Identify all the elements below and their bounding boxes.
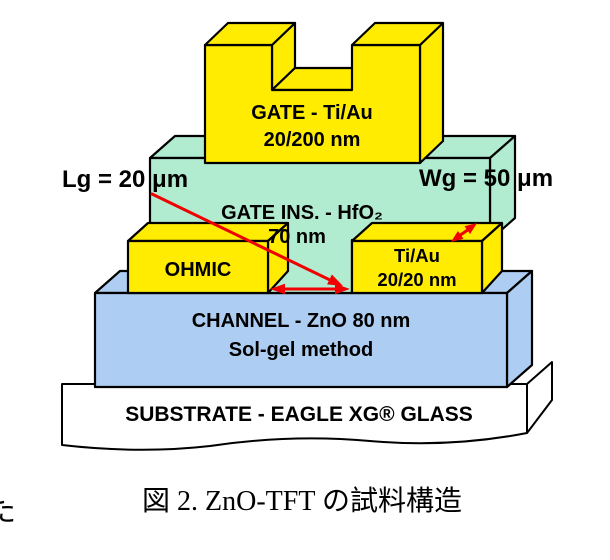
drain-contact-label-line2: 20/20 nm bbox=[377, 269, 456, 290]
drain-contact-top-face bbox=[350, 221, 504, 243]
gate-right-prong-top-face bbox=[350, 21, 445, 47]
source-contact-front-face bbox=[126, 239, 270, 295]
substrate-side-face bbox=[526, 361, 553, 434]
gate-width-arrowhead-front bbox=[451, 231, 464, 242]
gate-width-label: Wg = 50 μm bbox=[419, 165, 553, 192]
substrate-front-face bbox=[61, 383, 528, 451]
gate-length-label: Lg = 20 μm bbox=[62, 166, 188, 193]
gate-layer: GATE - Ti/Au 20/200 nm bbox=[203, 21, 445, 165]
gate-label-line2: 20/200 nm bbox=[264, 129, 361, 151]
gate-insulator-label-line1: GATE INS. - HfO₂ bbox=[221, 202, 383, 224]
gate-length-leader-arrowhead bbox=[327, 274, 343, 286]
drain-contact-label-line1: Ti/Au bbox=[394, 245, 440, 266]
figure-caption: 図 2. ZnO-TFT の試料構造 bbox=[142, 485, 462, 517]
annotations: Lg = 20 μm Wg = 50 μm bbox=[62, 165, 553, 295]
source-contact-label: OHMIC bbox=[165, 259, 232, 281]
channel-label-line2: Sol-gel method bbox=[229, 339, 373, 361]
caption-left-fragment: た bbox=[0, 495, 16, 528]
gate-left-prong-top-face bbox=[203, 21, 297, 47]
gate-width-arrowhead-back bbox=[464, 223, 477, 234]
drain-contact-front-face bbox=[350, 239, 484, 295]
gate-length-arrowhead-right bbox=[335, 283, 350, 295]
channel-right-face bbox=[505, 269, 534, 389]
substrate-layer: SUBSTRATE - EAGLE XG® GLASS bbox=[61, 361, 553, 451]
source-contact: OHMIC bbox=[126, 221, 290, 295]
gate-insulator-label-line2: 70 nm bbox=[268, 226, 326, 248]
source-contact-top-face bbox=[126, 221, 290, 243]
drain-contact: Ti/Au 20/20 nm bbox=[350, 221, 504, 295]
channel-label-line1: CHANNEL - ZnO 80 nm bbox=[192, 310, 411, 332]
substrate-label: SUBSTRATE - EAGLE XG® GLASS bbox=[125, 403, 473, 426]
gate-right-face bbox=[418, 21, 445, 165]
gate-length-leader-line bbox=[150, 192, 332, 282]
gate-label-line1: GATE - Ti/Au bbox=[251, 102, 372, 124]
gate-length-arrowhead-left bbox=[270, 283, 285, 295]
